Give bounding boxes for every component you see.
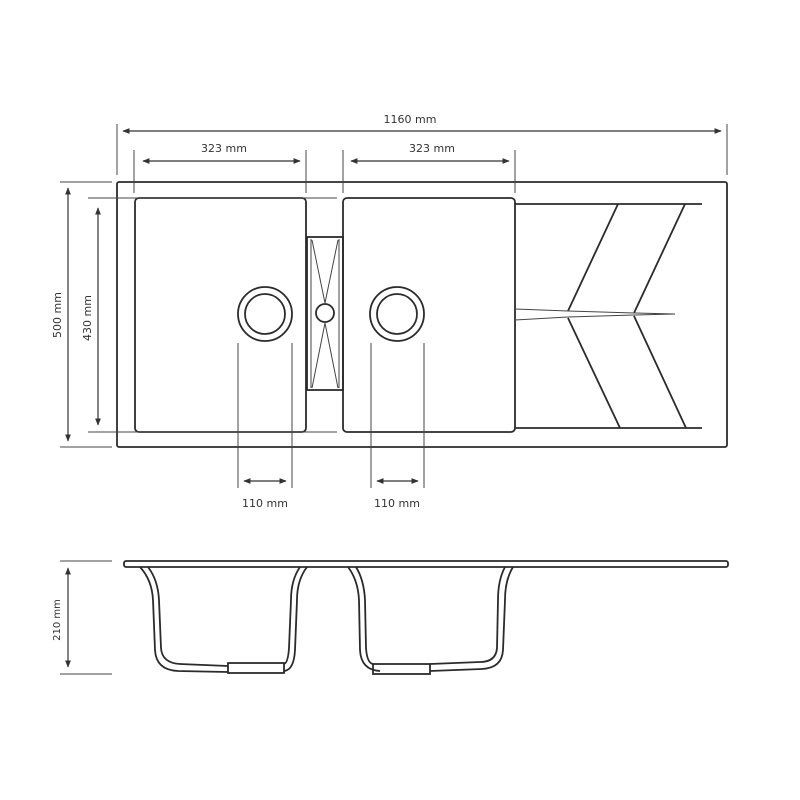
left-drain-outlet	[227, 662, 285, 674]
overall-width-label: 1160 mm	[384, 113, 437, 126]
overflow-hole	[315, 303, 335, 323]
side-view	[123, 560, 729, 675]
dimension-overall-depth: 500 mm	[51, 181, 112, 448]
left-bowl	[134, 197, 307, 433]
dimension-left-bowl-width: 323 mm	[133, 142, 307, 193]
right-bowl-profile	[347, 566, 514, 675]
sink-outline	[116, 181, 728, 448]
right-drain-outlet	[372, 663, 431, 675]
dimension-overall-width: 1160 mm	[116, 113, 728, 175]
right-drain-offset-label: 110 mm	[374, 497, 420, 510]
dimension-left-drain: 110 mm	[237, 343, 293, 510]
dimension-right-drain: 110 mm	[370, 343, 425, 510]
right-drain-icon	[369, 286, 425, 342]
deck-plate	[123, 560, 729, 568]
drainboard	[514, 203, 702, 429]
right-bowl	[342, 197, 516, 433]
overall-depth-label: 500 mm	[51, 292, 64, 338]
top-view	[116, 181, 728, 448]
dimension-right-bowl-width: 323 mm	[342, 142, 516, 193]
right-bowl-width-label: 323 mm	[409, 142, 455, 155]
bowl-height-label: 210 mm	[52, 599, 63, 641]
overflow-strip	[306, 236, 344, 391]
bowl-depth-label: 430 mm	[81, 295, 94, 341]
left-bowl-profile	[139, 566, 308, 674]
left-bowl-width-label: 323 mm	[201, 142, 247, 155]
left-drain-icon	[237, 286, 293, 342]
left-drain-offset-label: 110 mm	[242, 497, 288, 510]
dimension-bowl-depth: 430 mm	[81, 197, 337, 433]
dimension-bowl-height: 210 mm	[52, 560, 112, 675]
